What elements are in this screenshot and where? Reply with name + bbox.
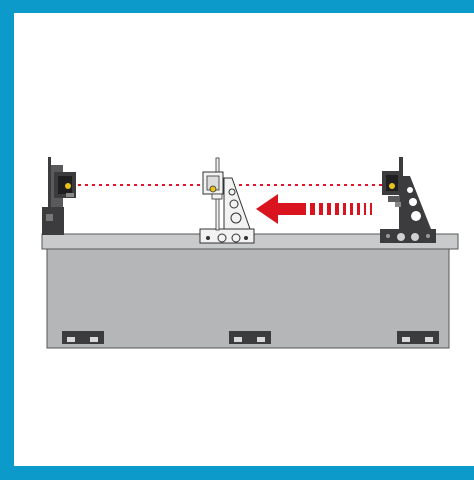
table-foot-right [397,331,439,344]
direction-arrow [256,194,372,224]
table-foot-left [62,331,104,344]
table-foot-center [229,331,271,344]
left-mirror-mount [42,157,76,235]
center-mirror-mount [199,157,255,244]
right-mirror-mount [380,157,436,243]
optical-table [41,233,459,349]
